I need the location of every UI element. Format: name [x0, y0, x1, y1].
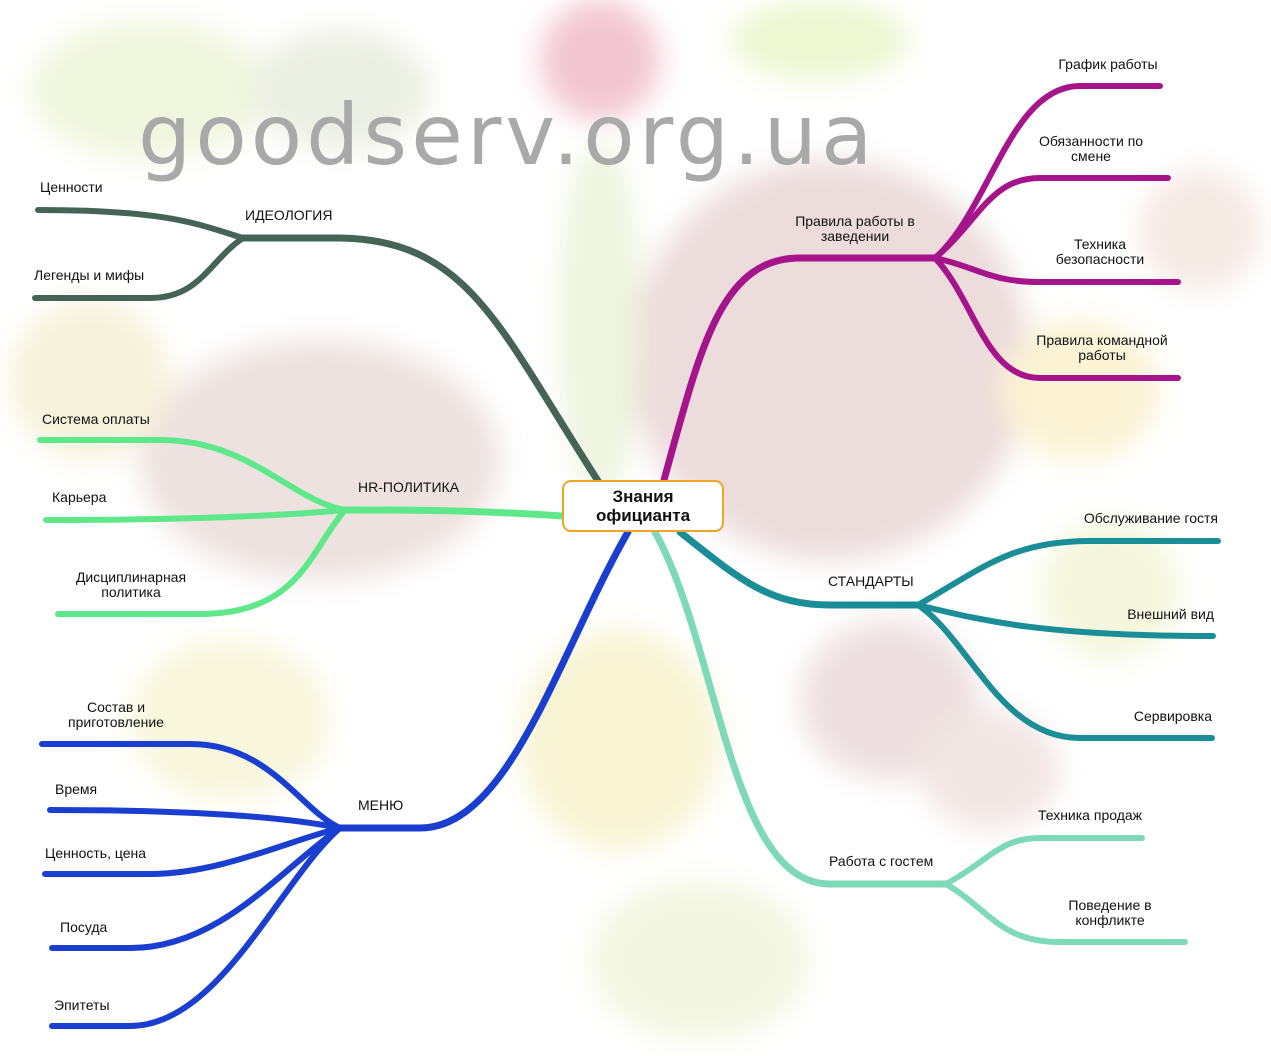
hr-discipline-line1: Дисциплинарная — [75, 569, 187, 585]
rules-label-line1: Правила работы в — [795, 213, 915, 229]
menu-epithets-label[interactable]: Эпитеты — [54, 997, 110, 1013]
hr-discipline-line2: политика — [101, 584, 161, 600]
rules-team-line2: работы — [1078, 347, 1126, 363]
guest-conflict-line — [943, 881, 1188, 945]
rules-team-line — [932, 255, 1181, 381]
hr-payment-label[interactable]: Система оплаты — [42, 411, 150, 427]
rules-safety-line1: Техника — [1073, 236, 1126, 252]
ideology-branch — [32, 207, 604, 488]
rules-team-label[interactable]: Правила командной работы — [1026, 333, 1178, 363]
rules-duties-line1: Обязанности по — [1038, 133, 1144, 149]
rules-schedule-label[interactable]: График работы — [1058, 56, 1158, 72]
standards-label[interactable]: СТАНДАРТЫ — [828, 573, 914, 589]
rules-duties-label[interactable]: Обязанности по смене — [1026, 134, 1156, 164]
standards-serving-label[interactable]: Сервировка — [1133, 708, 1212, 724]
rules-team-line1: Правила командной — [1036, 332, 1168, 348]
hr-label[interactable]: HR-ПОЛИТИКА — [358, 479, 460, 495]
ideology-values-label[interactable]: Ценности — [40, 179, 103, 195]
hr-payment-line — [37, 437, 348, 513]
guest-conflict-label[interactable]: Поведение в конфликте — [1050, 898, 1170, 928]
guest-branch — [651, 528, 1188, 945]
guest-conflict-line1: Поведение в — [1068, 897, 1152, 913]
menu-price-label[interactable]: Ценность, цена — [45, 845, 147, 861]
guest-sales-line — [943, 835, 1145, 887]
standards-branch — [676, 528, 1221, 741]
standards-main-line — [676, 528, 922, 609]
rules-safety-line — [932, 255, 1181, 285]
rules-safety-label[interactable]: Техника безопасности — [1040, 237, 1160, 267]
hr-discipline-line — [55, 507, 348, 617]
hr-career-line — [43, 507, 348, 523]
standards-appearance-line — [915, 602, 1216, 639]
menu-compose-line2: приготовление — [68, 714, 164, 730]
rules-duties-line2: смене — [1071, 148, 1111, 164]
menu-epithets-line — [49, 825, 343, 1029]
guest-conflict-line2: конфликте — [1075, 912, 1145, 928]
menu-compose-line — [39, 741, 343, 831]
menu-time-label[interactable]: Время — [55, 781, 98, 797]
rules-safety-line2: безопасности — [1055, 251, 1145, 267]
menu-time-line — [47, 807, 343, 831]
guest-sales-label[interactable]: Техника продаж — [1037, 807, 1143, 823]
ideology-values-line — [35, 207, 246, 241]
standards-serving-line — [915, 602, 1215, 741]
central-topic-node[interactable]: Знания официанта — [562, 480, 724, 532]
standards-guest-service-label[interactable]: Обслуживание гостя — [1083, 510, 1218, 526]
watermark-text: goodserv.org.ua — [138, 86, 877, 184]
menu-price-line — [42, 825, 343, 877]
rules-label[interactable]: Правила работы в заведении — [780, 214, 930, 244]
menu-dishes-label[interactable]: Посуда — [60, 919, 108, 935]
rules-schedule-line — [932, 83, 1163, 261]
ideology-legends-label[interactable]: Легенды и мифы — [34, 267, 145, 283]
guest-main-line — [651, 528, 950, 888]
rules-branch — [660, 83, 1181, 484]
menu-main-line — [336, 528, 632, 832]
guest-label[interactable]: Работа с гостем — [829, 853, 934, 869]
ideology-legends-line — [32, 235, 246, 301]
menu-dishes-line — [49, 825, 343, 951]
rules-label-line2: заведении — [820, 228, 890, 244]
standards-appearance-label[interactable]: Внешний вид — [1127, 606, 1214, 622]
central-topic-line1: Знания — [612, 487, 674, 506]
standards-guest-service-line — [915, 538, 1221, 608]
menu-branch — [39, 528, 632, 1029]
rules-duties-line — [932, 175, 1171, 261]
hr-discipline-label[interactable]: Дисциплинарная политика — [72, 570, 190, 600]
menu-compose-line1: Состав и — [86, 699, 146, 715]
menu-compose-label[interactable]: Состав и приготовление — [62, 700, 170, 730]
rules-main-line — [660, 254, 939, 484]
hr-career-label[interactable]: Карьера — [52, 489, 107, 505]
ideology-label[interactable]: ИДЕОЛОГИЯ — [245, 207, 333, 223]
central-topic-line2: официанта — [595, 506, 691, 525]
hr-branch — [37, 437, 566, 617]
menu-label[interactable]: МЕНЮ — [358, 797, 404, 813]
ideology-main-line — [239, 234, 604, 488]
hr-main-line — [341, 506, 566, 520]
